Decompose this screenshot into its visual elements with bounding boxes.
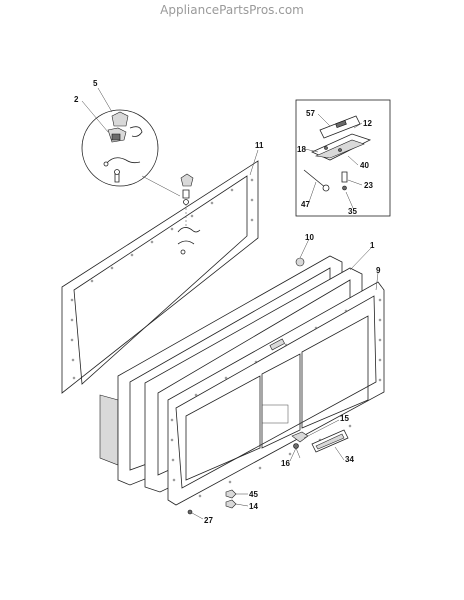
callout-23: 23 xyxy=(364,181,373,190)
bracket-34 xyxy=(311,429,349,453)
callout-18: 18 xyxy=(297,145,306,154)
callout-11: 11 xyxy=(255,141,264,150)
callout-14: 14 xyxy=(249,502,258,511)
callout-57: 57 xyxy=(306,109,315,118)
callout-27: 27 xyxy=(204,516,213,525)
door-inner-liner xyxy=(167,281,385,506)
callout-1: 1 xyxy=(370,241,375,250)
bumper-10 xyxy=(295,257,305,267)
fasteners xyxy=(187,489,237,515)
callout-47: 47 xyxy=(301,200,310,209)
callout-15: 15 xyxy=(340,414,349,423)
callout-34: 34 xyxy=(345,455,354,464)
door-gasket-frame xyxy=(61,160,259,394)
callout-9: 9 xyxy=(376,266,381,275)
callout-12: 12 xyxy=(363,119,372,128)
callout-2: 2 xyxy=(74,95,79,104)
callout-labels: 5 2 11 10 1 9 15 16 34 45 14 27 57 12 18… xyxy=(74,79,381,525)
hinge-parts-bubble xyxy=(81,109,181,197)
callout-45: 45 xyxy=(249,490,258,499)
watermark-text: AppliancePartsPros.com xyxy=(160,3,304,17)
callout-16: 16 xyxy=(281,459,290,468)
callout-5: 5 xyxy=(93,79,98,88)
hinge-assembly xyxy=(177,173,201,255)
leader-lines xyxy=(81,87,379,520)
callout-10: 10 xyxy=(305,233,314,242)
lock-parts xyxy=(291,431,309,459)
callout-40: 40 xyxy=(360,161,369,170)
callout-35: 35 xyxy=(348,207,357,216)
